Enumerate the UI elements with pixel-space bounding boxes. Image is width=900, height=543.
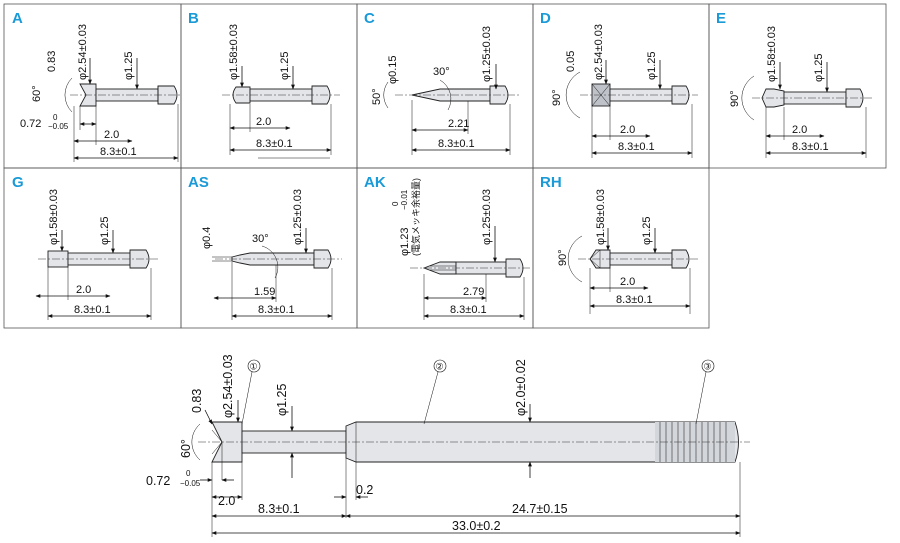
dim-e-angle: 90° [729, 90, 741, 107]
panel-c: C φ0.15 30° 50° φ1.25±0.03 2.21 8.3±0.1 [364, 10, 520, 155]
panel-e: E φ1.58±0.03 φ1.25 90° 2.0 8.3±0.1 [716, 10, 872, 158]
dim-ak-tip-len: 2.79 [463, 286, 484, 298]
dim-rh-shaft-dia: φ1.25 [641, 216, 653, 245]
dim-e-shaft-dia: φ1.25 [813, 53, 825, 82]
dim-d-head-dia: φ2.54±0.03 [593, 24, 605, 80]
dim-g-head-dia: φ1.58±0.03 [48, 189, 60, 245]
dim-c-shaft-dia: φ1.25±0.03 [481, 26, 493, 82]
svg-text:−0.05: −0.05 [48, 122, 69, 131]
dim-b-head-len: 2.0 [256, 116, 271, 128]
panel-ak: AK φ1.23 0 −0.01 (電気メッキ余裕量) φ1.25±0.03 2… [364, 174, 532, 320]
panel-g: G φ1.58±0.03 φ1.25 2.0 8.3±0.1 [12, 174, 160, 320]
dim-b-head-dia: φ1.58±0.03 [228, 24, 240, 80]
panel-label-b: B [188, 10, 199, 27]
panel-d: D 0.05 φ2.54±0.03 φ1.25 90° 2.0 8.3±0.1 [540, 10, 698, 158]
dim-a-angle: 60° [31, 85, 43, 102]
dim-e-head-dia: φ1.58±0.03 [766, 26, 778, 82]
assembly-body-dia: φ2.0±0.02 [514, 359, 528, 416]
panel-label-a: A [12, 10, 23, 27]
assembly-gap: 0.2 [356, 483, 373, 497]
dim-g-total: 8.3±0.1 [74, 304, 111, 316]
dim-as-angle-small: 30° [252, 233, 269, 245]
dim-as-tip-len: 1.59 [254, 286, 275, 298]
panel-a: A 0.83 φ2.54±0.03 φ1.25 60° 0.72 0 −0.05… [12, 10, 182, 162]
dim-c-angle: 50° [371, 88, 383, 105]
svg-text:0: 0 [391, 201, 400, 206]
dim-as-total: 8.3±0.1 [258, 304, 295, 316]
dim-d-angle: 90° [551, 89, 563, 106]
panel-label-e: E [716, 10, 726, 27]
svg-text:0: 0 [53, 113, 58, 122]
dim-c-tip-dia: φ0.15 [387, 55, 399, 84]
dim-a-tip-len: 0.72 [20, 118, 41, 130]
dim-a-shaft-dia: φ1.25 [123, 51, 135, 80]
panel-label-d: D [540, 10, 551, 27]
assembly-tip-len: 0.72 [146, 474, 170, 488]
panel-label-ak: AK [364, 174, 386, 191]
dim-ak-plating-note: (電気メッキ余裕量) [410, 178, 421, 256]
dim-a-head-len: 2.0 [104, 129, 119, 141]
assembly-head-dia: φ2.54±0.03 [221, 354, 235, 418]
dim-rh-head-dia: φ1.58±0.03 [595, 189, 607, 245]
dim-ak-total: 8.3±0.1 [450, 304, 487, 316]
dim-as-tip-dia: φ0.4 [201, 227, 213, 249]
dim-c-tip-len: 2.21 [448, 118, 469, 130]
dim-d-total: 8.3±0.1 [618, 141, 655, 153]
assembly-drawing: ① ② ③ φ2.54±0.03 0.83 60° φ1.25 φ2.0±0.0… [146, 354, 750, 537]
assembly-angle: 60° [179, 439, 193, 458]
assembly-total: 33.0±0.2 [452, 519, 501, 533]
panel-label-as: AS [188, 174, 209, 191]
panel-rh: RH φ1.58±0.03 φ1.25 90° 2.0 8.3±0.1 [540, 174, 700, 314]
callout-2: ② [436, 362, 444, 372]
callout-3: ③ [704, 362, 712, 372]
dim-rh-total: 8.3±0.1 [616, 294, 653, 306]
dim-g-shaft-dia: φ1.25 [99, 216, 111, 245]
assembly-tip: 0.83 [190, 389, 204, 413]
dim-a-head-dia: φ2.54±0.03 [77, 24, 89, 80]
panel-label-g: G [12, 174, 24, 191]
panel-as: AS φ0.4 30° φ1.25±0.03 1.59 8.3±0.1 [188, 174, 342, 320]
dim-g-head-len: 2.0 [76, 284, 91, 296]
dim-rh-angle: 90° [557, 249, 569, 266]
callout-1: ① [250, 362, 258, 372]
assembly-body-len: 24.7±0.15 [512, 502, 568, 516]
svg-text:0: 0 [186, 469, 191, 478]
panel-label-rh: RH [540, 174, 562, 191]
dim-ak-shaft-dia: φ1.25±0.03 [481, 189, 493, 245]
svg-text:−0.05: −0.05 [180, 479, 201, 488]
svg-text:−0.01: −0.01 [400, 189, 409, 210]
dim-d-head-len: 2.0 [620, 124, 635, 136]
dim-as-shaft-dia: φ1.25±0.03 [292, 189, 304, 245]
part-end-as [313, 249, 332, 269]
dim-c-total: 8.3±0.1 [438, 138, 475, 150]
dim-b-shaft-dia: φ1.25 [279, 51, 291, 80]
assembly-head-len: 2.0 [218, 494, 235, 508]
dim-ak-tip-dia: φ1.23 [399, 227, 411, 256]
assembly-plunger-len: 8.3±0.1 [258, 502, 300, 516]
dim-e-head-len: 2.0 [792, 124, 807, 136]
dim-c-angle-small: 30° [433, 66, 450, 78]
dim-d-shaft-dia: φ1.25 [646, 51, 658, 80]
part-end-a [157, 85, 178, 105]
assembly-barrel [345, 421, 739, 463]
dim-e-total: 8.3±0.1 [792, 141, 829, 153]
dim-d-tip: 0.05 [565, 51, 577, 72]
dim-a-total: 8.3±0.1 [100, 146, 137, 158]
dim-b-total: 8.3±0.1 [256, 138, 293, 150]
panel-b: B φ1.58±0.03 φ1.25 2.0 8.3±0.1 [188, 10, 340, 159]
dim-a-tip: 0.83 [46, 51, 58, 72]
assembly-shaft-dia: φ1.25 [275, 384, 289, 416]
panel-label-c: C [364, 10, 375, 27]
panel-frames [3, 3, 887, 329]
dim-rh-head-len: 2.0 [620, 276, 635, 288]
